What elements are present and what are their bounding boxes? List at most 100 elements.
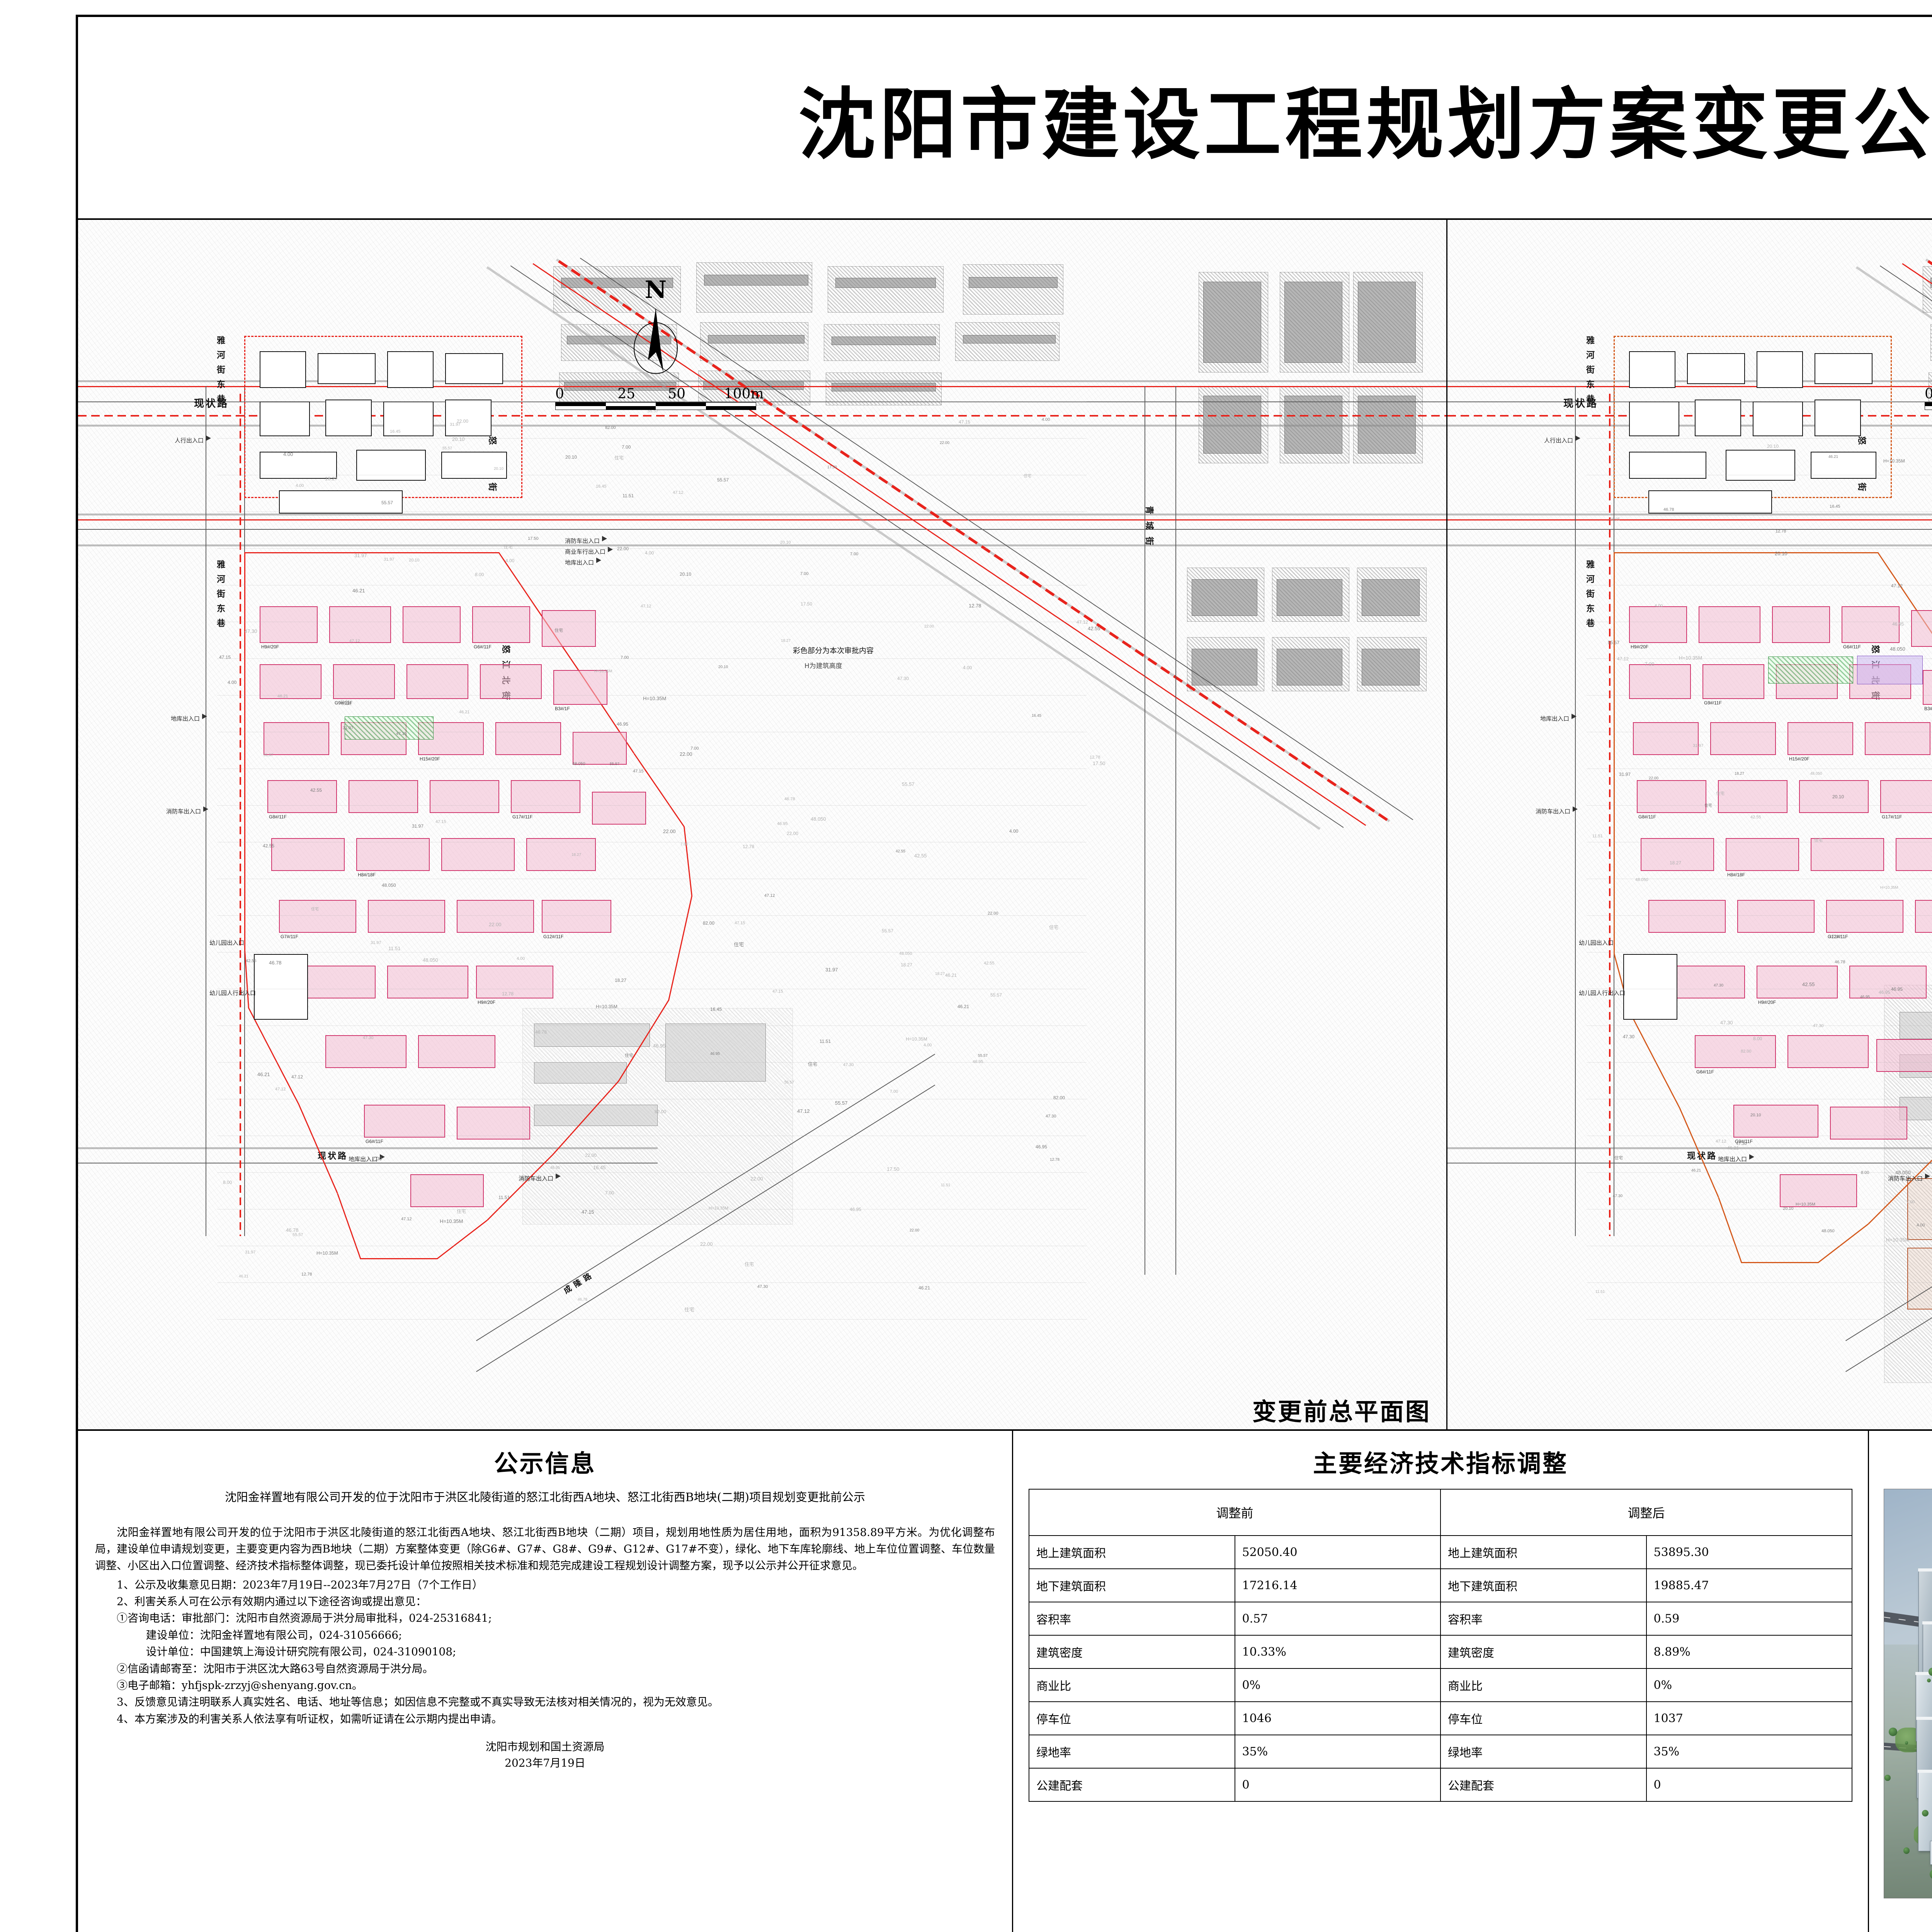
cad-dimension-text-0: 82.00 xyxy=(605,425,616,430)
aerial-tower-roof xyxy=(1918,1568,1932,1571)
cad-dimension-text-150: 42.55 xyxy=(246,959,257,963)
cad-dimension-text-169: 12.78 xyxy=(301,1272,312,1277)
site-plan-after: 变更后总平面图 现状路现状路雅河街东巷雅河街东巷怒江北街怒江北街青城街成隆路幼儿… xyxy=(1447,220,1932,1429)
scale-cell-bot-3 xyxy=(706,406,756,410)
cad-dimension-text-72: 20.10 xyxy=(409,558,420,563)
cad-dimension-text-126: 47.30 xyxy=(245,628,257,634)
north-building-1 xyxy=(318,353,376,384)
cad-dimension-text-23: 住宅 xyxy=(734,940,744,948)
entry-arrow-icon-7 xyxy=(1925,1173,1930,1179)
cad-dimension-text-155: H=10.35M xyxy=(440,1218,463,1224)
entry-label-6: 地库出入口 xyxy=(1718,1155,1747,1163)
cad-dimension-text-160: 31.97 xyxy=(354,553,367,558)
cad-dimension-text-31: 47.12 xyxy=(764,893,775,898)
aerial-tower-roof xyxy=(1918,1770,1932,1773)
public-notice-sign-date: 2023年7月19日 xyxy=(95,1755,995,1771)
building-code-6: G9#/11F xyxy=(335,700,352,706)
cad-dimension-text-116: 7.00 xyxy=(800,571,808,576)
cad-dimension-text-124: 46.95 xyxy=(1609,517,1620,522)
north-building-6 xyxy=(1753,401,1803,436)
cad-dimension-text-24: 17.50 xyxy=(887,1166,900,1172)
cad-dimension-text-30: 46.95 xyxy=(653,1043,666,1049)
cad-dimension-text-138: 7.00 xyxy=(1906,1200,1915,1204)
map-caption-before: 变更前总平面图 xyxy=(1252,1392,1431,1427)
building-code-3: G6#/11F xyxy=(474,644,492,650)
road-mid-centerline xyxy=(78,529,1447,530)
residential-building-1 xyxy=(1699,606,1760,643)
cad-dimension-text-6: 47.12 xyxy=(401,1217,412,1221)
residential-building-5 xyxy=(260,664,321,699)
cad-dimension-text-135: 55.57 xyxy=(882,928,893,934)
indicators-cell-after-value: 8.89% xyxy=(1646,1635,1852,1668)
cad-dimension-text-18: 46.78 xyxy=(269,960,282,966)
cad-dimension-text-139: 48.050 xyxy=(572,762,585,766)
cad-dimension-text-133: 22.00 xyxy=(489,922,502,927)
scale-cell-bot-1 xyxy=(606,406,656,410)
cad-dimension-text-63: 46.78 xyxy=(1835,960,1845,964)
building-code-27: G12#/11F xyxy=(1828,934,1848,939)
cad-dimension-text-104: 42.55 xyxy=(984,961,995,966)
cad-dimension-text-115: 48.050 xyxy=(1821,1229,1835,1233)
residential-building-8 xyxy=(480,664,542,699)
indicators-cell-after-label: 停车位 xyxy=(1440,1702,1646,1735)
cad-grid-line-18 xyxy=(217,1062,1087,1063)
cad-grid-line-8 xyxy=(1587,695,1932,696)
entry-arrow-icon-2 xyxy=(1575,435,1580,441)
table-row: 商业比0%商业比0% xyxy=(1029,1668,1852,1702)
cad-dimension-text-157: 42.55 xyxy=(263,843,274,849)
cad-dimension-text-109: 17.50 xyxy=(801,601,812,607)
public-notice-lead: 沈阳金祥置地有限公司开发的位于沈阳市于洪区北陵街道的怒江北街西A地块、怒江北街西… xyxy=(111,1489,980,1507)
scale-bar-strip xyxy=(1925,402,1932,410)
residential-building-4 xyxy=(1911,610,1932,647)
indicators-cell-after-label: 商业比 xyxy=(1440,1668,1646,1702)
scale-cell-bot-2 xyxy=(656,406,706,410)
scale-cell-0 xyxy=(1925,403,1932,410)
residential-building-14 xyxy=(573,732,627,765)
cad-dimension-text-75: 42.55 xyxy=(896,849,905,854)
residential-building-1 xyxy=(329,606,391,643)
cad-dimension-text-38: 7.00 xyxy=(680,842,688,847)
cad-dimension-text-32: 16.45 xyxy=(596,484,607,489)
cad-dimension-text-61: 20.10 xyxy=(1783,1206,1794,1211)
community-facility-patch xyxy=(1857,656,1923,684)
surrounding-building-11 xyxy=(1203,282,1261,363)
residential-building-30 xyxy=(1757,966,1838,998)
cad-dimension-text-39: 20.10 xyxy=(494,467,503,471)
central-green-patch xyxy=(345,716,434,740)
scale-cell-0 xyxy=(556,403,606,410)
scale-tick-1: 25 xyxy=(617,386,635,402)
cad-dimension-text-114: 82.00 xyxy=(1053,1095,1065,1100)
north-building-3 xyxy=(1815,353,1872,384)
indicators-cell-after-label: 地下建筑面积 xyxy=(1440,1569,1646,1602)
cad-dimension-text-51: 46.95 xyxy=(1036,1144,1047,1150)
surrounding-building-10 xyxy=(832,383,936,391)
aerial-rendering-image xyxy=(1884,1489,1932,1898)
cad-dimension-text-107: 42.55 xyxy=(310,787,322,793)
indicators-cell-after-label: 绿地率 xyxy=(1440,1735,1646,1768)
cad-dimension-text-45: 55.57 xyxy=(381,500,393,505)
scale-bar: 02550100m xyxy=(1925,386,1932,410)
cad-dimension-text-60: 47.15 xyxy=(772,989,783,994)
cad-dimension-text-157: 11.51 xyxy=(1595,1290,1605,1294)
indicators-cell-before-label: 地上建筑面积 xyxy=(1029,1536,1235,1569)
residential-building-13 xyxy=(1865,722,1930,755)
entry-arrow-icon-4 xyxy=(608,547,613,552)
indicators-panel: 主要经济技术指标调整 调整前 调整后 地上建筑面积52050.40地上建筑面积5… xyxy=(1013,1431,1869,1932)
kindergarten-label: 幼儿园出入口 xyxy=(209,939,244,947)
kindergarten-label: 幼儿园出入口 xyxy=(1579,939,1614,947)
cad-dimension-text-100: 46.21 xyxy=(1828,455,1838,459)
public-notice-signer: 沈阳市规划和国土资源局 xyxy=(95,1739,995,1755)
north-building-9 xyxy=(356,450,426,481)
cad-dimension-text-29: 46.78 xyxy=(578,1298,587,1302)
cad-dimension-text-6: 7.00 xyxy=(1645,661,1654,667)
north-building-7 xyxy=(445,400,492,436)
cad-dimension-text-136: 4.00 xyxy=(228,680,236,685)
public-notice-item-2e: ③电子邮箱：yhfjspk-zrzyj@shenyang.gov.cn。 xyxy=(95,1677,995,1694)
residential-building-24 xyxy=(279,900,356,933)
road-right-edge2 xyxy=(1175,386,1176,1275)
cad-dimension-text-152: 22.00 xyxy=(680,751,692,757)
scale-cell-top-3 xyxy=(706,403,756,406)
residential-building-9 xyxy=(553,670,607,705)
south-building-3 xyxy=(534,1105,658,1126)
cad-dimension-text-63: 18.27 xyxy=(325,476,338,481)
